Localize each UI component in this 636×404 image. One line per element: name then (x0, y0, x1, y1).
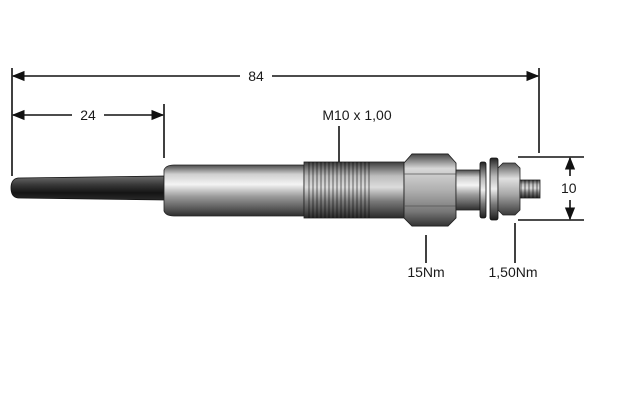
body-torque-label: 15Nm (407, 264, 444, 280)
overall-length-dimension: 84 (11, 68, 540, 176)
tip-length-dimension: 24 (11, 104, 165, 158)
terminal-neck (455, 169, 481, 211)
torque-callouts: 15Nm 1,50Nm (407, 223, 538, 280)
width-dimension: 10 (518, 156, 584, 221)
overall-length-label: 84 (248, 68, 264, 84)
stud-grooves (521, 180, 539, 198)
washer-2 (489, 157, 499, 221)
nut-torque-label: 1,50Nm (488, 264, 537, 280)
thread-grooves (306, 162, 370, 218)
washer-1 (479, 161, 487, 219)
width-label: 10 (561, 180, 577, 196)
terminal-nut (497, 162, 521, 216)
heater-tip (10, 175, 165, 201)
thread-spec-label: M10 x 1,00 (322, 107, 391, 123)
tip-length-label: 24 (80, 107, 96, 123)
glow-plug (10, 153, 541, 227)
body-shank (163, 164, 305, 217)
thread-callout: M10 x 1,00 (322, 107, 392, 162)
hex-body (403, 153, 457, 227)
